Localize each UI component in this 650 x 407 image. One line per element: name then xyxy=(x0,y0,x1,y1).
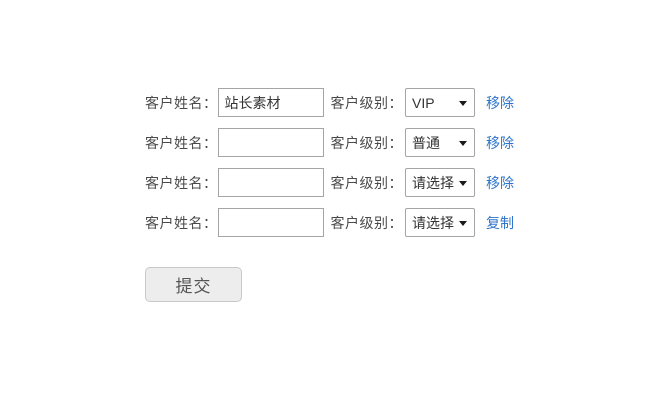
customer-row: 客户姓名： 客户级别： 请选择 复制 xyxy=(145,208,514,237)
customer-level-select-wrap: VIP xyxy=(405,88,475,117)
remove-link[interactable]: 移除 xyxy=(486,174,514,191)
customer-level-select[interactable]: VIP xyxy=(405,88,475,117)
customer-level-select-wrap: 请选择 xyxy=(405,168,475,197)
customer-name-input[interactable] xyxy=(217,168,324,197)
customer-level-select[interactable]: 请选择 xyxy=(405,168,475,197)
customer-form: 客户姓名： 客户级别： VIP 移除 客户姓名： 客户级别： 普通 移除 客户姓… xyxy=(145,88,514,302)
customer-level-label: 客户级别： xyxy=(330,94,403,111)
customer-level-label: 客户级别： xyxy=(330,214,403,231)
customer-name-label: 客户姓名： xyxy=(145,214,218,231)
customer-name-label: 客户姓名： xyxy=(145,174,218,191)
customer-name-label: 客户姓名： xyxy=(145,94,218,111)
customer-level-select[interactable]: 请选择 xyxy=(405,208,475,237)
customer-level-select-wrap: 请选择 xyxy=(405,208,475,237)
customer-row: 客户姓名： 客户级别： 请选择 移除 xyxy=(145,168,514,197)
customer-row: 客户姓名： 客户级别： 普通 移除 xyxy=(145,128,514,157)
customer-level-select-wrap: 普通 xyxy=(405,128,475,157)
customer-name-label: 客户姓名： xyxy=(145,134,218,151)
remove-link[interactable]: 移除 xyxy=(486,94,514,111)
customer-row: 客户姓名： 客户级别： VIP 移除 xyxy=(145,88,514,117)
copy-link[interactable]: 复制 xyxy=(486,214,514,231)
customer-level-label: 客户级别： xyxy=(330,174,403,191)
customer-name-input[interactable] xyxy=(217,88,324,117)
customer-level-label: 客户级别： xyxy=(330,134,403,151)
remove-link[interactable]: 移除 xyxy=(486,134,514,151)
customer-level-select[interactable]: 普通 xyxy=(405,128,475,157)
customer-name-input[interactable] xyxy=(217,208,324,237)
submit-button[interactable]: 提交 xyxy=(145,267,242,302)
customer-name-input[interactable] xyxy=(217,128,324,157)
